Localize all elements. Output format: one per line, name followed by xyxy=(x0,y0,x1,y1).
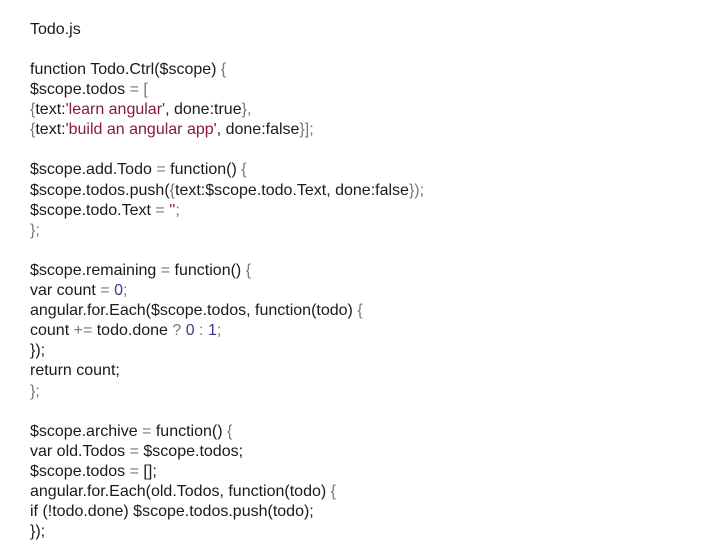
code-line: }); xyxy=(30,341,424,361)
code-token: = xyxy=(160,261,175,279)
code-token: = [ xyxy=(129,81,148,99)
code-token: text: xyxy=(35,121,66,139)
code-token: '' xyxy=(169,201,176,219)
code-token: angular.for.Each(old.Todos, function(tod… xyxy=(30,482,331,500)
code-line: count += todo.done ? 0 : 1; xyxy=(30,321,424,341)
code-line: var old.Todos = $scope.todos; xyxy=(30,442,424,462)
code-token: { xyxy=(169,181,175,199)
file-title: Todo.js xyxy=(30,21,81,38)
code-token: : xyxy=(194,322,208,340)
code-token: text:$scope.todo.Text, done:false xyxy=(175,181,409,199)
code-line: angular.for.Each($scope.todos, function(… xyxy=(30,301,424,321)
code-line xyxy=(30,140,424,160)
code-line: $scope.remaining = function() { xyxy=(30,261,424,281)
code-line: $scope.todo.Text = ''; xyxy=(30,201,424,221)
code-line: {text:'build an angular app', done:false… xyxy=(30,120,424,140)
code-token: ; xyxy=(216,322,222,340)
code-token: { xyxy=(30,101,36,119)
code-token: $scope.todo.Text xyxy=(30,201,156,219)
code-line: var count = 0; xyxy=(30,281,424,301)
code-token: $scope.todos; xyxy=(143,442,244,460)
code-line: function Todo.Ctrl($scope) { xyxy=(30,60,424,80)
code-line: }; xyxy=(30,221,424,241)
code-token: var old.Todos xyxy=(30,442,130,460)
code-token: ; xyxy=(175,201,180,219)
code-line: {text:'learn angular', done:true}, xyxy=(30,100,424,120)
code-token: count xyxy=(30,322,74,340)
code-token: function Todo.Ctrl($scope) xyxy=(30,61,221,78)
code-token: }; xyxy=(30,382,40,400)
code-line xyxy=(30,402,424,422)
code-token: function() xyxy=(155,422,227,440)
code-token: = xyxy=(129,442,144,460)
code-token: { xyxy=(245,261,252,279)
code-token: = xyxy=(100,282,115,300)
code-line: $scope.todos.push({text:$scope.todo.Text… xyxy=(30,181,424,201)
code-line: $scope.todos = []; xyxy=(30,462,424,482)
code-token: $scope.todos.push( xyxy=(30,181,170,199)
code-line: if (!todo.done) $scope.todos.push(todo); xyxy=(30,502,424,522)
code-token: 0 xyxy=(114,282,123,300)
code-token: $scope.add.Todo xyxy=(30,161,157,179)
code-line: angular.for.Each(old.Todos, function(tod… xyxy=(30,482,424,502)
code-line: $scope.archive = function() { xyxy=(30,422,424,442)
code-token: }; xyxy=(30,221,40,239)
code-token: = xyxy=(156,161,171,179)
code-token: 0 xyxy=(185,322,195,340)
code-token: , done:true xyxy=(165,101,242,119)
code-token: }); xyxy=(408,181,425,199)
code-token: }); xyxy=(30,523,46,540)
code-token: 1 xyxy=(207,322,217,340)
code-token: = xyxy=(142,422,156,440)
code-token: function() xyxy=(174,261,246,279)
code-token: = xyxy=(129,462,144,480)
code-line: $scope.todos = [ xyxy=(30,80,424,100)
code-line: }); xyxy=(30,522,424,540)
code-token: = xyxy=(155,201,170,219)
code-token: text: xyxy=(35,101,66,119)
code-token: { xyxy=(30,121,36,139)
code-token: }); xyxy=(30,342,46,360)
code-token: todo.done xyxy=(96,322,173,340)
code-token: function() xyxy=(170,161,242,179)
code-token: $scope.todos xyxy=(30,81,130,99)
code-token: }, xyxy=(241,101,252,119)
code-token: $scope.todos xyxy=(30,462,130,480)
code-token: { xyxy=(357,302,363,320)
code-line: $scope.add.Todo = function() { xyxy=(30,160,424,180)
code-line xyxy=(30,241,424,261)
code-token: += xyxy=(73,322,97,340)
code-token: ? xyxy=(172,322,186,340)
code-token: 'build an angular app' xyxy=(65,121,217,139)
code-token: { xyxy=(220,61,227,78)
code-block: function Todo.Ctrl($scope) {$scope.todos… xyxy=(30,60,424,540)
code-token: { xyxy=(241,161,247,179)
code-token: angular.for.Each($scope.todos, function(… xyxy=(30,302,358,320)
code-token: $scope.remaining xyxy=(30,261,161,279)
code-token: if (!todo.done) $scope.todos.push(todo); xyxy=(30,503,314,521)
code-token: []; xyxy=(143,462,157,480)
code-line: }; xyxy=(30,382,424,402)
code-token: $scope.archive xyxy=(30,422,143,440)
code-token: return count; xyxy=(30,362,120,380)
code-token: { xyxy=(330,482,336,500)
code-token: { xyxy=(227,422,233,440)
code-token: ; xyxy=(122,282,128,300)
code-token: 'learn angular' xyxy=(65,101,166,119)
code-token: }]; xyxy=(299,121,314,139)
code-token: , done:false xyxy=(216,121,300,139)
code-line: return count; xyxy=(30,361,424,381)
code-token: var count xyxy=(30,282,101,300)
